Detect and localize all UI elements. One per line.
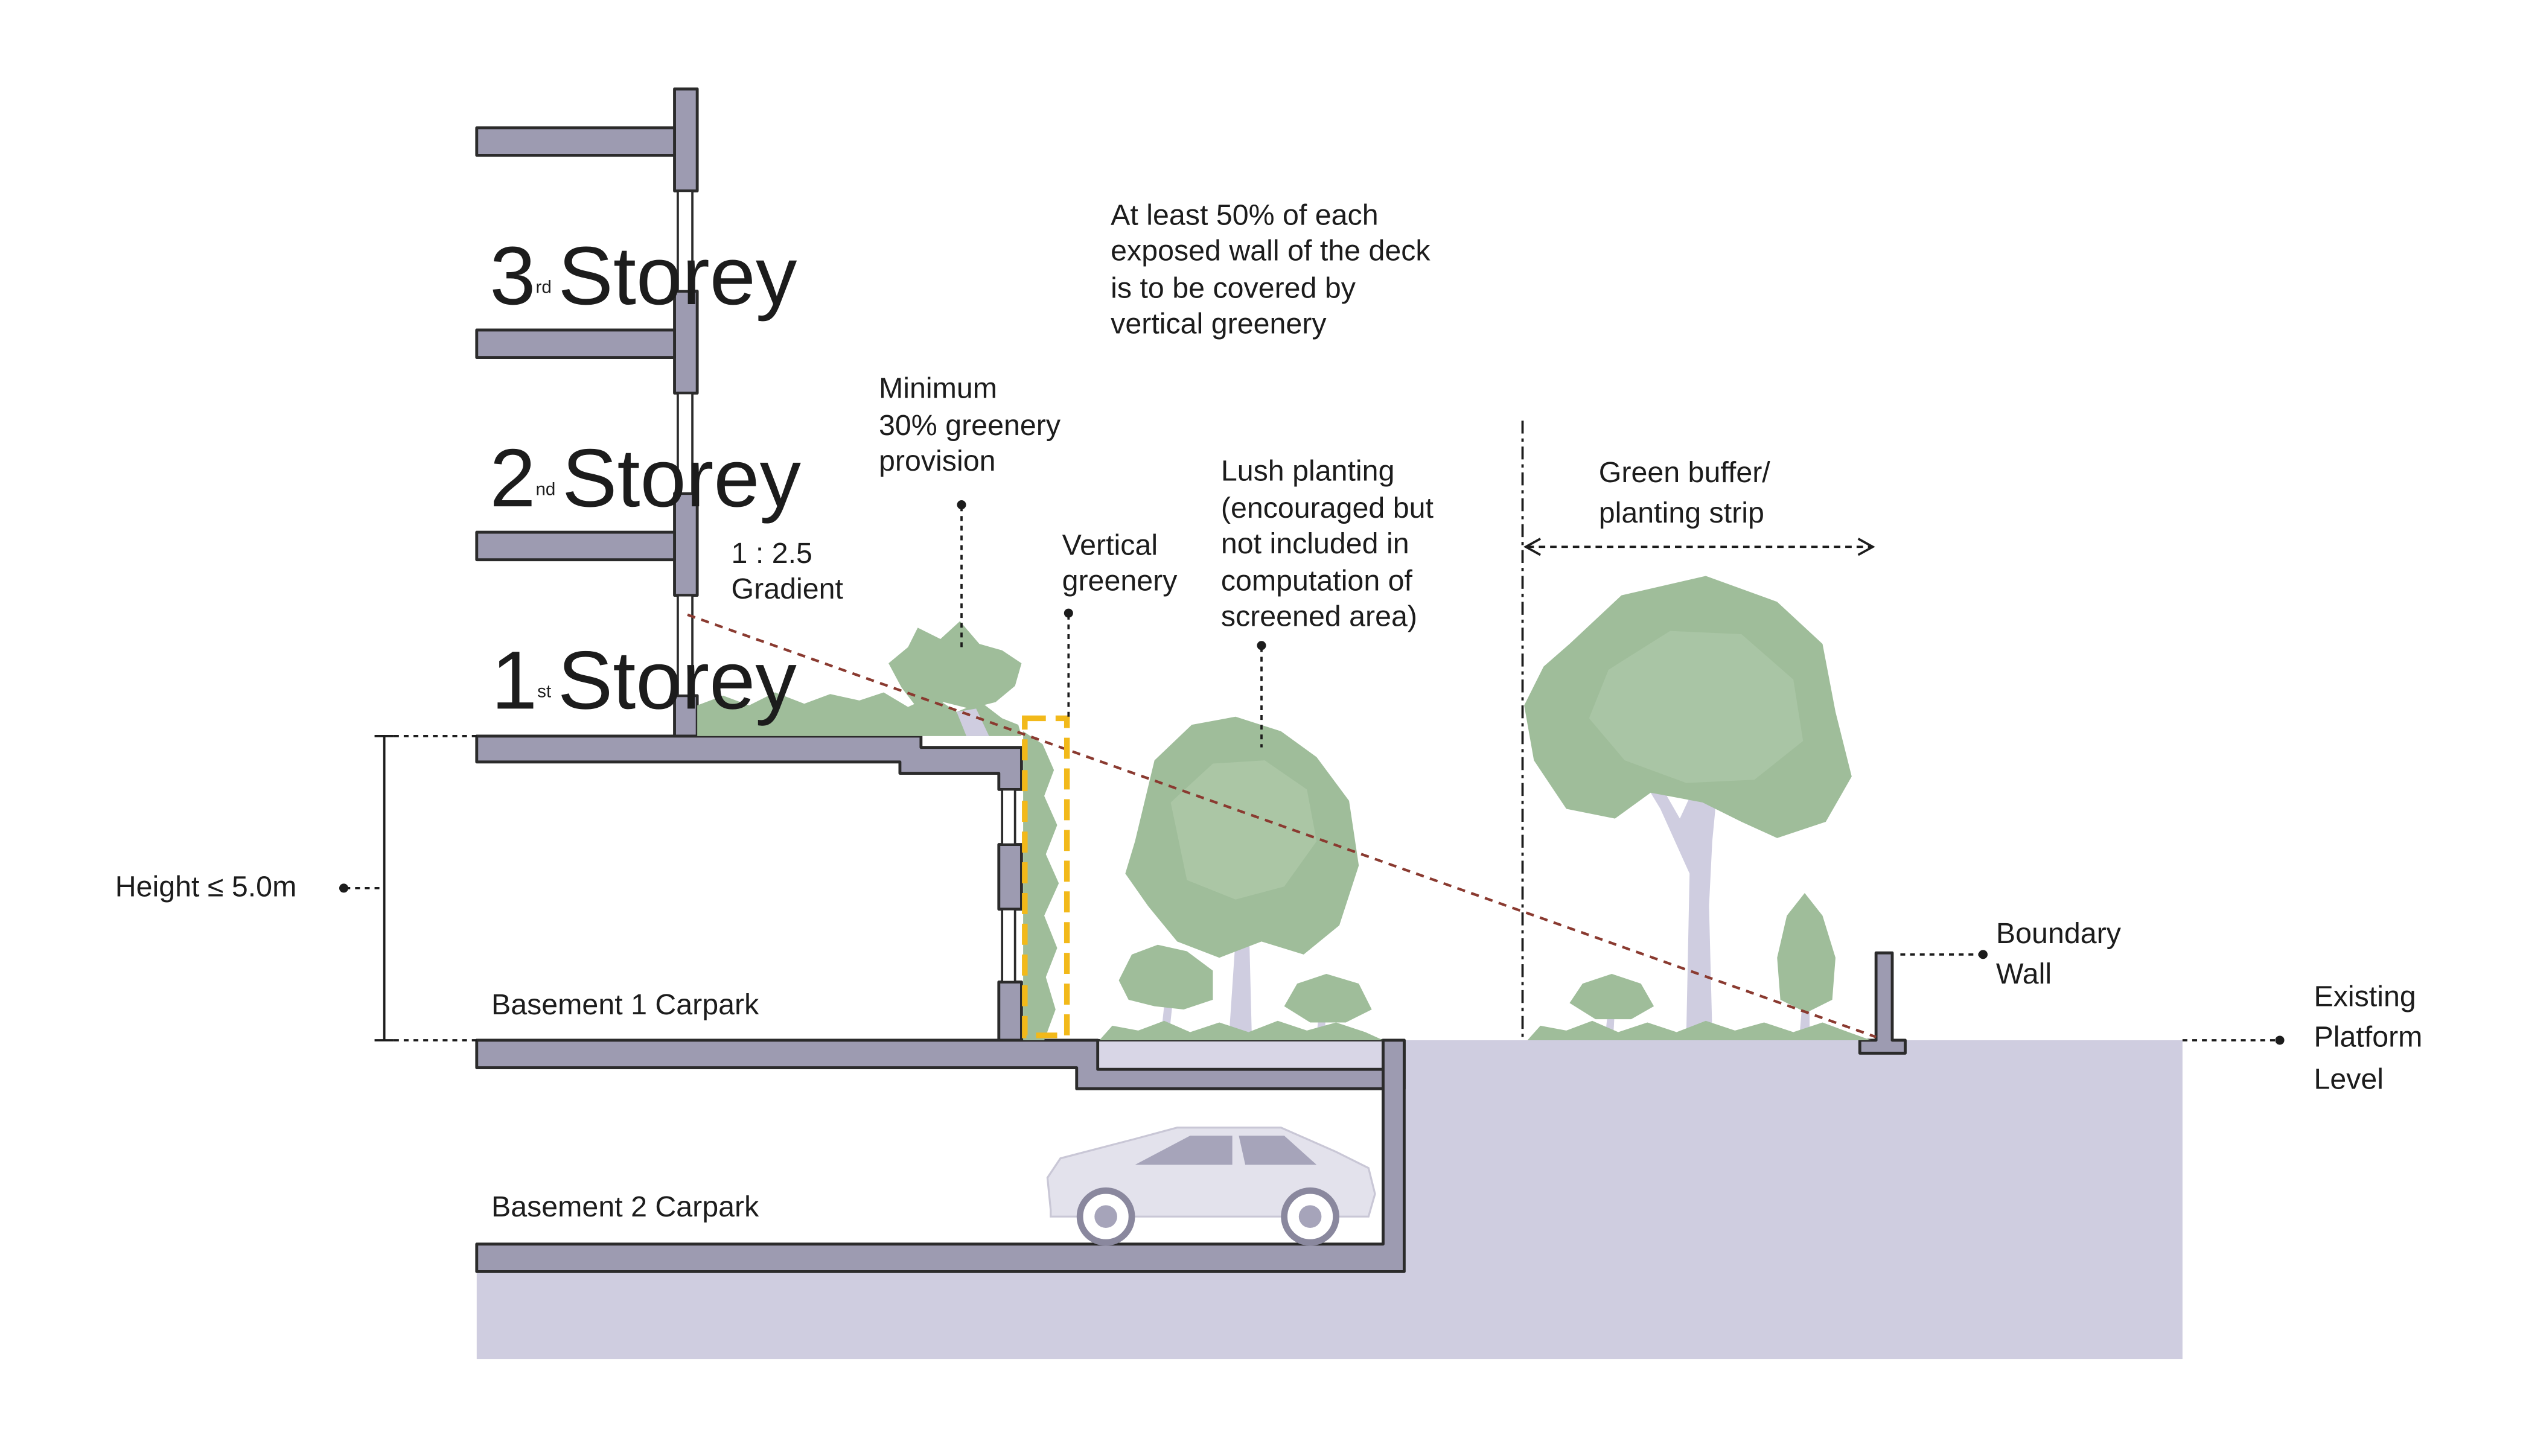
- label-coverage-note: At least 50% of each exposed wall of the…: [1111, 199, 1438, 340]
- vertical-greenery: [1023, 731, 1059, 1040]
- label-lush-planting: Lush planting (encouraged but not includ…: [1221, 454, 1442, 632]
- buffer-planting-trees: [1524, 576, 1872, 1040]
- label-boundary-wall: Boundary Wall: [1996, 917, 2129, 990]
- label-basement-2: Basement 2 Carpark: [491, 1191, 759, 1223]
- car-icon: [1046, 1127, 1376, 1246]
- lush-planting-trees: [1099, 716, 1383, 1040]
- label-platform-level: Existing Platform Level: [2314, 981, 2430, 1096]
- glazing: [677, 189, 1016, 984]
- label-gradient: 1 : 2.5 Gradient: [732, 537, 844, 605]
- label-basement-1: Basement 1 Carpark: [491, 988, 759, 1021]
- buffer-dimension: [1521, 421, 1875, 1039]
- leader-dots: [957, 500, 2285, 1045]
- vertical-greenery-highlight: [1022, 715, 1070, 1038]
- height-leader-dot: [339, 883, 349, 893]
- label-vertical-greenery: Vertical greenery: [1062, 529, 1178, 597]
- label-min-greenery: Minimum 30% greenery provision: [879, 372, 1068, 478]
- height-dimension: [345, 735, 477, 1041]
- leader-lines: [960, 506, 2277, 1041]
- label-height: Height ≤ 5.0m: [115, 870, 297, 903]
- building-structure: [475, 87, 1907, 1273]
- label-green-buffer: Green buffer/ planting strip: [1599, 456, 1778, 529]
- gradient-line: [687, 613, 1877, 1038]
